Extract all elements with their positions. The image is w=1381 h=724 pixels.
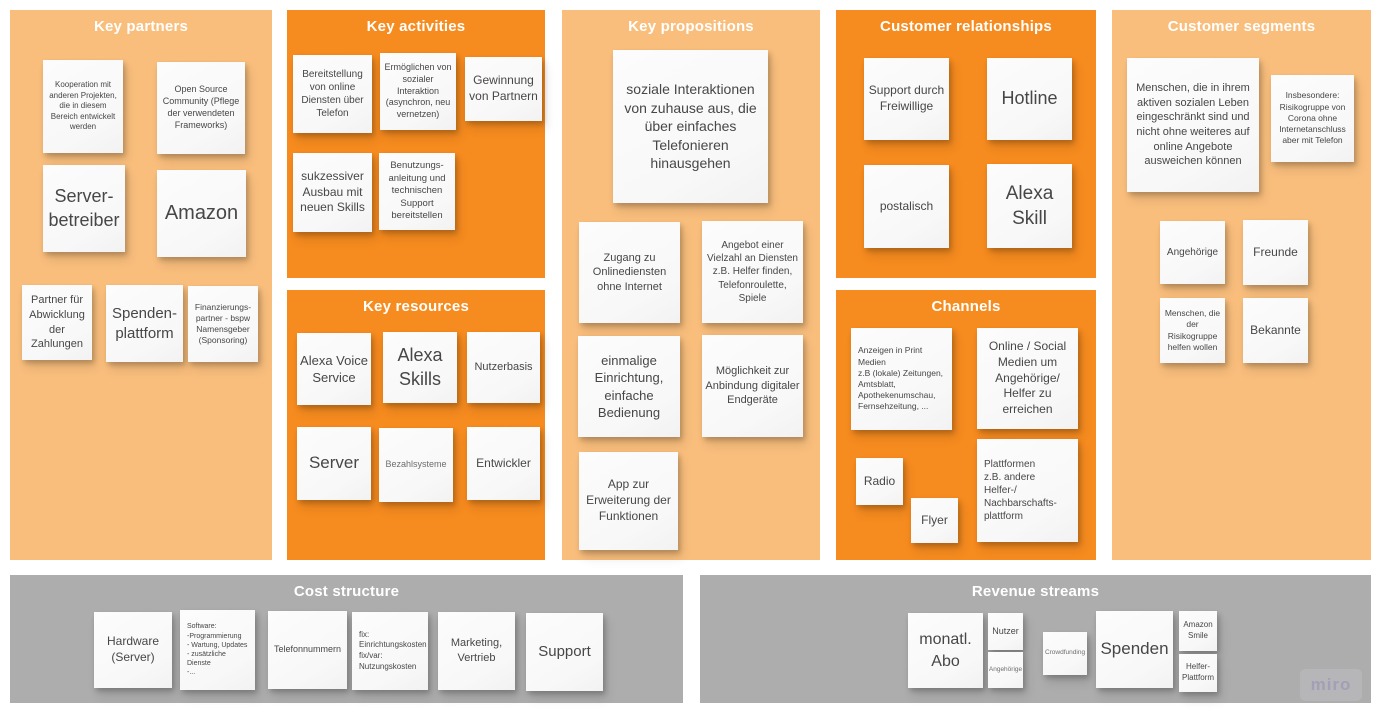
sticky-note[interactable]: Menschen, die der Risikogruppe helfen wo…	[1160, 298, 1225, 363]
section-customer-segments: Customer segments Menschen, die in ihrem…	[1112, 10, 1371, 560]
sticky-note[interactable]: Alexa Skills	[383, 332, 457, 403]
sticky-note[interactable]: Menschen, die in ihrem aktiven sozialen …	[1127, 58, 1259, 192]
sticky-note[interactable]: Support	[526, 613, 603, 691]
sticky-note[interactable]: Zugang zu Onlinediensten ohne Internet	[579, 222, 680, 323]
sticky-note[interactable]: Open Source Community (Pflege der verwen…	[157, 62, 245, 154]
sticky-note[interactable]: Angehörige	[1160, 221, 1225, 284]
section-key-activities: Key activities Bereitstellung von online…	[287, 10, 545, 278]
sticky-note[interactable]: monatl. Abo	[908, 613, 983, 688]
sticky-note[interactable]: Bekannte	[1243, 298, 1308, 363]
section-title-revenue-streams: Revenue streams	[971, 583, 1100, 600]
sticky-note[interactable]: Angehörige	[988, 652, 1023, 688]
sticky-note[interactable]: einmalige Einrichtung, einfache Bedienun…	[578, 336, 680, 437]
sticky-note[interactable]: Helfer-Plattform	[1179, 654, 1217, 692]
sticky-note[interactable]: Insbesondere: Risikogruppe von Corona oh…	[1271, 75, 1354, 162]
section-title-customer-relationships: Customer relationships	[880, 18, 1052, 35]
sticky-note[interactable]: Telefonnummern	[268, 611, 347, 689]
section-key-partners: Key partners Kooperation mit anderen Pro…	[10, 10, 272, 560]
section-key-resources: Key resources Alexa Voice Service Alexa …	[287, 290, 545, 560]
sticky-note[interactable]: Nutzerbasis	[467, 332, 540, 403]
sticky-note[interactable]: Server-betreiber	[43, 165, 125, 252]
section-title-key-partners: Key partners	[93, 18, 189, 35]
section-key-propositions: Key propositions soziale Interaktionen v…	[562, 10, 820, 560]
sticky-note[interactable]: Server	[297, 427, 371, 500]
sticky-note[interactable]: Support durch Freiwillige	[864, 58, 949, 140]
section-title-channels: Channels	[931, 298, 1001, 315]
sticky-note[interactable]: Hotline	[987, 58, 1072, 140]
section-title-key-activities: Key activities	[366, 18, 466, 35]
section-revenue-streams: Revenue streams monatl. Abo Nutzer Angeh…	[700, 575, 1371, 703]
sticky-note[interactable]: Entwickler	[467, 427, 540, 500]
sticky-note[interactable]: Spenden-plattform	[106, 285, 183, 362]
sticky-note[interactable]: App zur Erweiterung der Funktionen	[579, 452, 678, 550]
sticky-note[interactable]: Anzeigen in Print Medien z.B (lokale) Ze…	[851, 328, 952, 430]
sticky-note[interactable]: Benutzungs-anleitung und technischen Sup…	[379, 153, 455, 230]
section-channels: Channels Anzeigen in Print Medien z.B (l…	[836, 290, 1096, 560]
section-title-customer-segments: Customer segments	[1167, 18, 1316, 35]
sticky-note[interactable]: postalisch	[864, 165, 949, 248]
sticky-note[interactable]: Alexa Skill	[987, 164, 1072, 248]
section-cost-structure: Cost structure Hardware (Server) Softwar…	[10, 575, 683, 703]
sticky-note[interactable]: Partner für Abwicklung der Zahlungen	[22, 285, 92, 360]
sticky-note[interactable]: Alexa Voice Service	[297, 333, 371, 405]
sticky-note[interactable]: Ermöglichen von sozialer Interaktion (as…	[380, 53, 456, 130]
section-customer-relationships: Customer relationships Support durch Fre…	[836, 10, 1096, 278]
sticky-note[interactable]: Flyer	[911, 498, 958, 543]
section-title-key-resources: Key resources	[363, 298, 469, 315]
sticky-note[interactable]: Spenden	[1096, 611, 1173, 688]
sticky-note[interactable]: Amazon	[157, 170, 246, 257]
sticky-note[interactable]: Bezahlsysteme	[379, 428, 453, 502]
sticky-note[interactable]: Kooperation mit anderen Projekten, die i…	[43, 60, 123, 153]
sticky-note[interactable]: Marketing, Vertrieb	[438, 612, 515, 690]
sticky-note[interactable]: Finanzierungs-partner - bspw Namensgeber…	[188, 286, 258, 362]
sticky-note[interactable]: Online / Social Medien um Angehörige/ He…	[977, 328, 1078, 429]
sticky-note[interactable]: fix: Einrichtungskosten fix/var: Nutzung…	[352, 612, 428, 690]
sticky-note[interactable]: sukzessiver Ausbau mit neuen Skills	[293, 153, 372, 232]
sticky-note[interactable]: Hardware (Server)	[94, 612, 172, 688]
sticky-note[interactable]: Angebot einer Vielzahl an Diensten z.B. …	[702, 221, 803, 323]
sticky-note[interactable]: Gewinnung von Partnern	[465, 57, 542, 121]
sticky-note[interactable]: Plattformen z.B. andere Helfer-/ Nachbar…	[977, 439, 1078, 542]
section-title-key-propositions: Key propositions	[628, 18, 754, 35]
sticky-note[interactable]: Freunde	[1243, 220, 1308, 285]
section-title-cost-structure: Cost structure	[293, 583, 400, 600]
sticky-note[interactable]: Möglichkeit zur Anbindung digitaler Endg…	[702, 335, 803, 437]
miro-logo[interactable]: miro	[1300, 669, 1362, 701]
sticky-note[interactable]: Software: -Programmierung - Wartung, Upd…	[180, 610, 255, 690]
sticky-note[interactable]: Radio	[856, 458, 903, 505]
sticky-note[interactable]: Crowdfunding	[1043, 632, 1087, 675]
sticky-note[interactable]: Amazon Smile	[1179, 611, 1217, 651]
sticky-note[interactable]: soziale Interaktionen von zuhause aus, d…	[613, 50, 768, 203]
sticky-note[interactable]: Bereitstellung von online Diensten über …	[293, 55, 372, 133]
sticky-note[interactable]: Nutzer	[988, 613, 1023, 650]
